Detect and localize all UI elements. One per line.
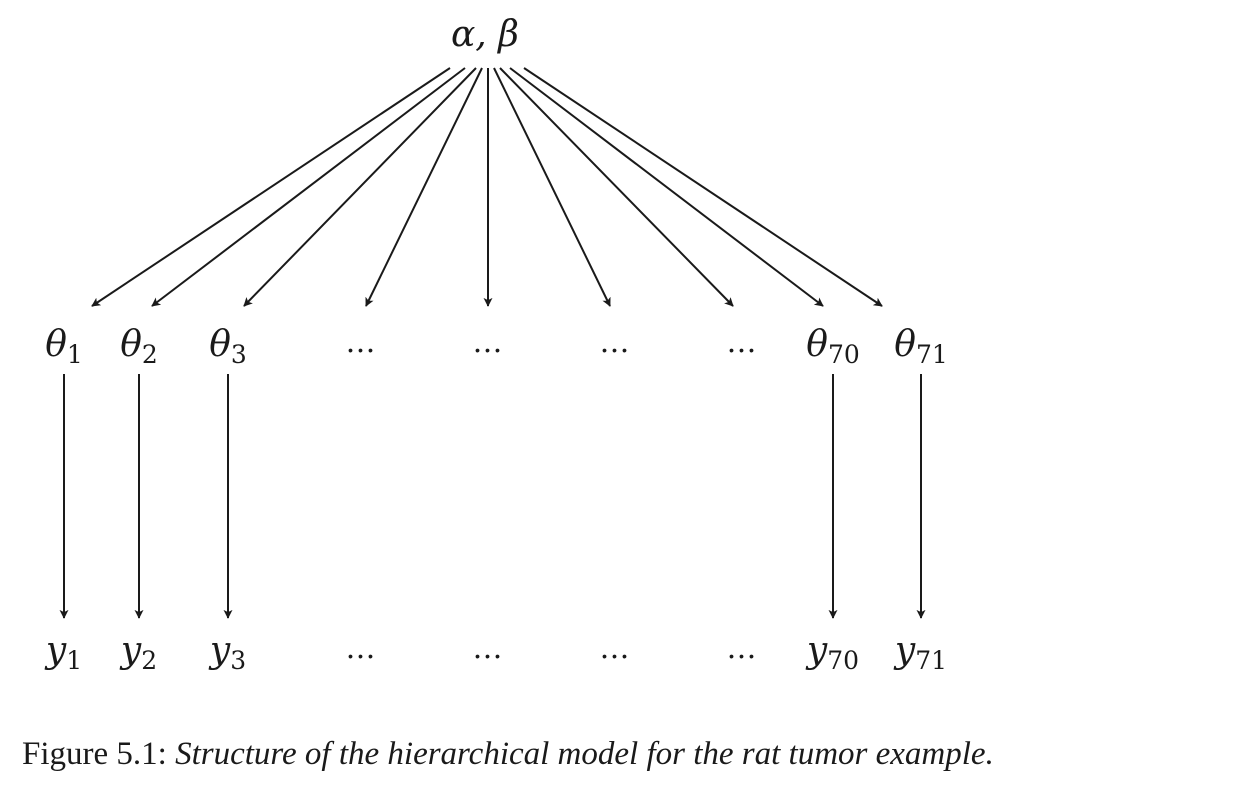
figure-caption: Figure 5.1: Structure of the hierarchica… xyxy=(22,736,1252,773)
y-ellipsis: … xyxy=(346,631,379,666)
theta-ellipsis: … xyxy=(600,325,633,360)
theta-node-1: θ1 xyxy=(45,324,83,369)
y-node-3: y3 xyxy=(208,630,246,675)
theta-ellipsis: … xyxy=(727,325,760,360)
y-ellipsis: … xyxy=(473,631,506,666)
root-node-alpha-beta: α, β xyxy=(451,14,519,55)
theta-node-2: θ2 xyxy=(120,324,158,369)
theta-node-71: θ71 xyxy=(894,324,948,369)
caption-label: Figure 5.1: xyxy=(22,736,167,772)
arrow-root-to-theta-9 xyxy=(523,67,883,307)
y-node-1: y1 xyxy=(44,630,82,675)
theta-node-70: θ70 xyxy=(806,324,860,369)
caption-text: Structure of the hierarchical model for … xyxy=(175,736,994,772)
arrow-root-to-theta-8 xyxy=(509,67,824,307)
y-node-2: y2 xyxy=(119,630,157,675)
theta-ellipsis: … xyxy=(346,325,379,360)
y-ellipsis: … xyxy=(727,631,760,666)
arrow-root-to-theta-3 xyxy=(243,67,477,307)
arrow-root-to-theta-4 xyxy=(365,67,483,307)
hierarchical-model-diagram: α, β θ1 θ2 θ3 … … … … θ70 θ71 y1 y2 y3 … … … … y70 y71 xyxy=(44,14,948,675)
y-node-70: y70 xyxy=(805,630,859,675)
arrow-root-to-theta-7 xyxy=(499,67,734,307)
arrow-root-to-theta-2 xyxy=(151,67,466,307)
arrow-root-to-theta-1 xyxy=(91,67,451,307)
nodes-layer: α, β θ1 θ2 θ3 … … … … θ70 θ71 y1 y2 y3 … … … … y70 y71 xyxy=(44,14,948,675)
theta-node-3: θ3 xyxy=(209,324,247,369)
edges-layer xyxy=(59,67,926,619)
theta-ellipsis: … xyxy=(473,325,506,360)
arrow-root-to-theta-6 xyxy=(493,67,611,307)
y-ellipsis: … xyxy=(600,631,633,666)
y-node-71: y71 xyxy=(893,630,947,675)
